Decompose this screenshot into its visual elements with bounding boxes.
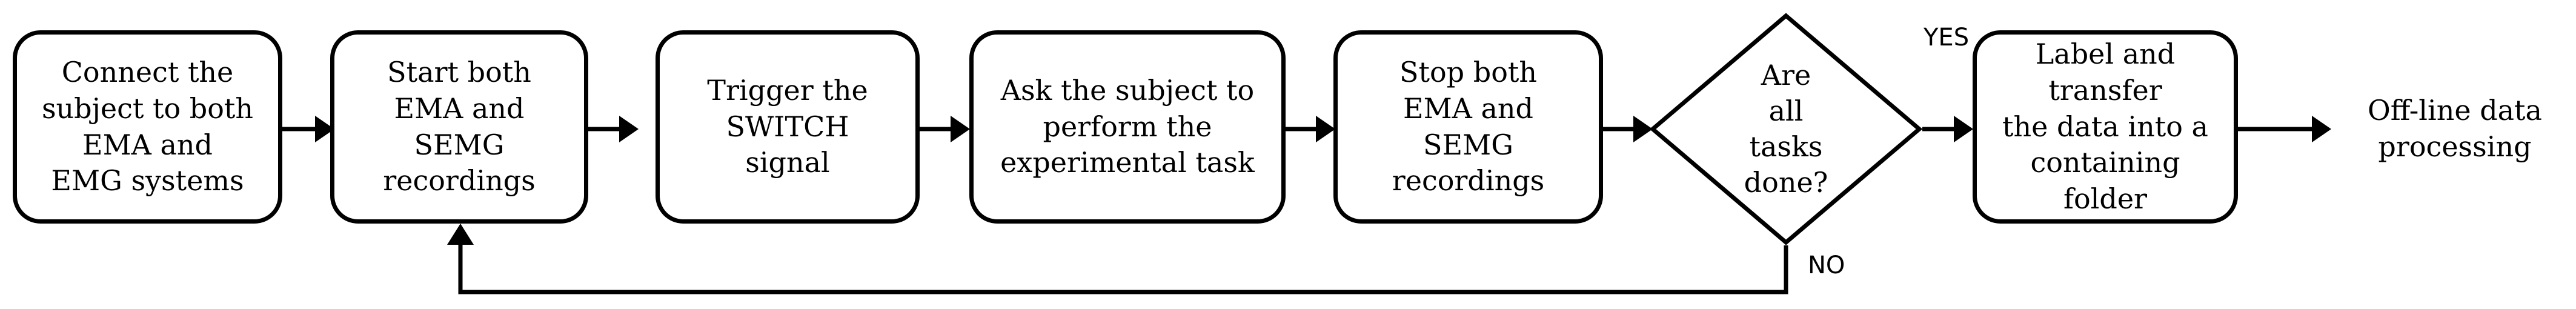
edge-label-yes: YES — [1924, 24, 1970, 51]
node-ask-subject-task[interactable]: Ask the subject to perform the experimen… — [969, 30, 1286, 224]
edge-stop-to-decision — [1601, 116, 1653, 142]
node-stop-recordings[interactable]: Stop both EMA and SEMG recordings — [1333, 30, 1603, 224]
node-connect-subject[interactable]: Connect the subject to both EMA and EMG … — [13, 30, 282, 224]
node-label-transfer-data[interactable]: Label and transfer the data into a conta… — [1973, 30, 2238, 224]
node-offline-processing: Off-line data processing — [2368, 94, 2542, 163]
edge-decision-yes-to-label — [1922, 116, 1973, 142]
node-decision-all-tasks-done[interactable]: Are all tasks done? — [1649, 13, 1923, 245]
edge-label-no: NO — [1808, 251, 1845, 279]
decision-label: Are all tasks done? — [1744, 59, 1828, 199]
edge-start-to-trigger — [586, 116, 639, 142]
edge-decision-no-feedback-loop — [447, 224, 1788, 294]
edge-label-to-offline — [2238, 116, 2331, 142]
node-start-recordings[interactable]: Start both EMA and SEMG recordings — [330, 30, 588, 224]
edge-connect-to-start — [282, 116, 334, 142]
diamond-shape — [1649, 13, 1923, 245]
edge-ask-to-stop — [1284, 116, 1335, 142]
edge-trigger-to-ask — [918, 116, 970, 142]
node-trigger-switch[interactable]: Trigger the SWITCH signal — [656, 30, 920, 224]
